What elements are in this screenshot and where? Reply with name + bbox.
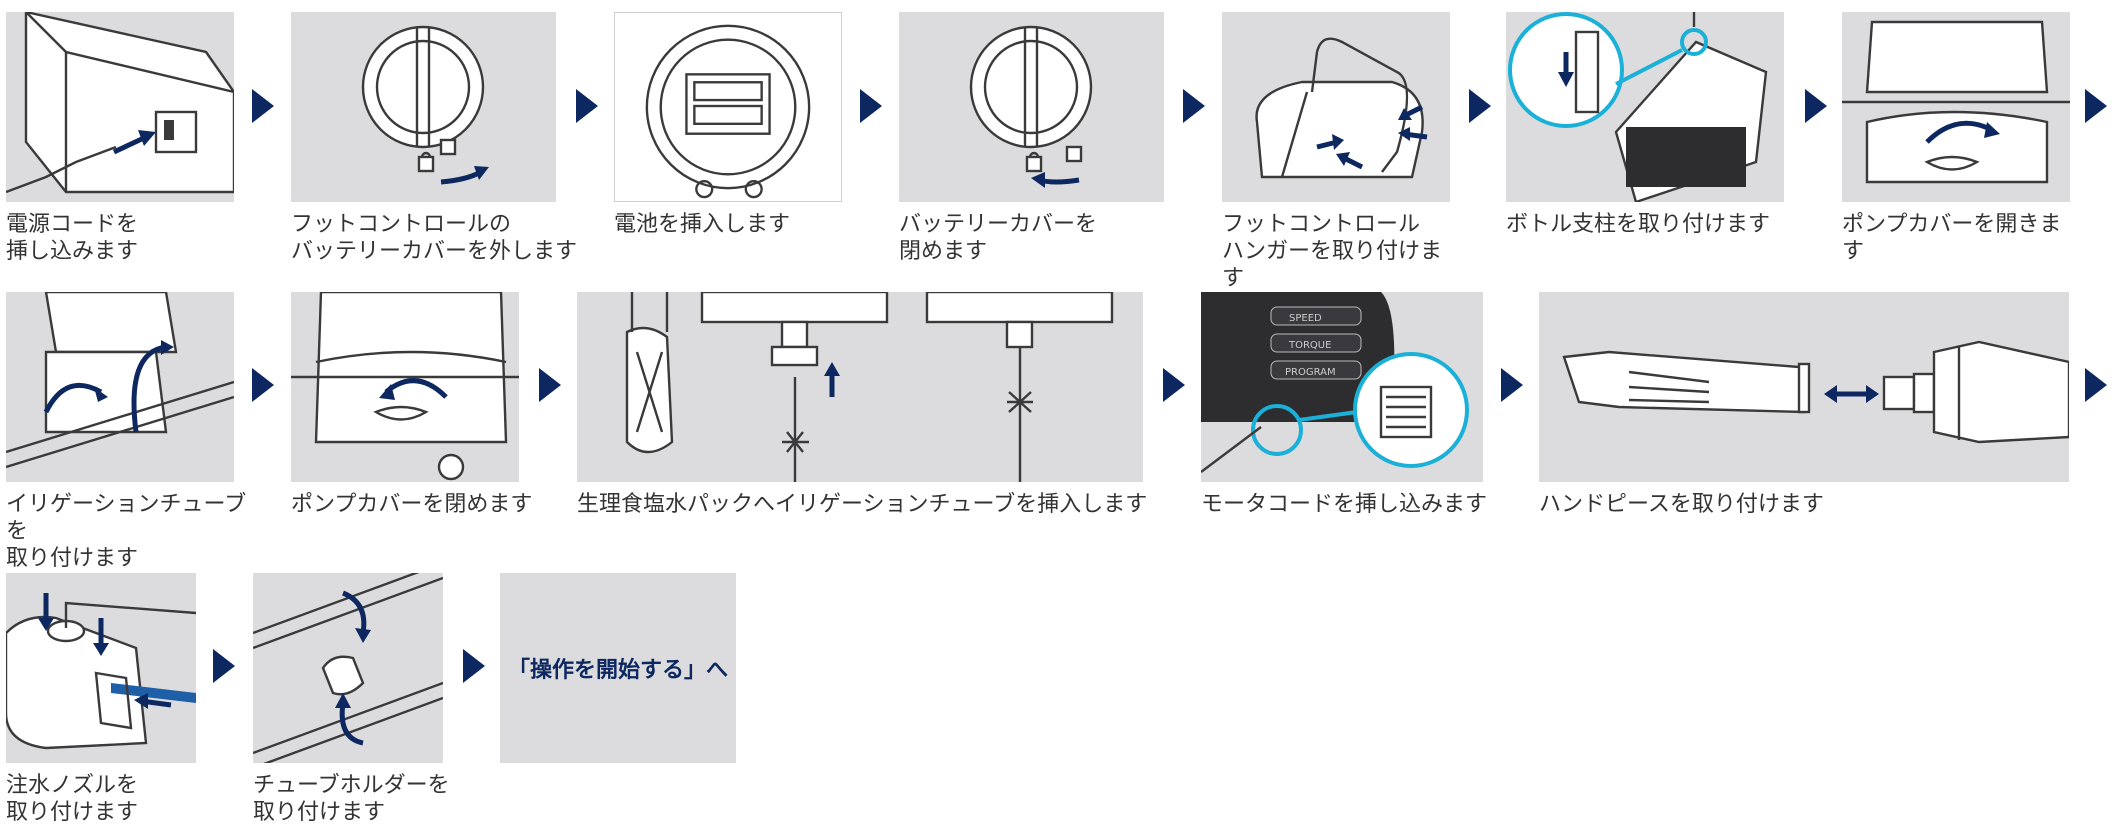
saline-pack-illustration — [577, 292, 1143, 482]
nozzle-illustration — [6, 573, 196, 763]
program-label: PROGRAM — [1285, 367, 1336, 378]
handpiece-illustration — [1539, 292, 2069, 482]
bottle-pole-icon — [1508, 12, 1768, 202]
tube-holder-icon — [253, 573, 443, 763]
step-caption: バッテリーカバーを 閉めます — [899, 212, 1098, 264]
step-caption: ハンドピースを取り付けます — [1539, 492, 1824, 517]
pump-cover-close-icon — [291, 292, 519, 481]
irrigation-tube-icon — [6, 292, 234, 469]
next-arrow-icon — [539, 368, 561, 402]
battery-insert-icon — [645, 24, 811, 199]
pump-cover-close-illustration — [291, 292, 519, 482]
power-cord-icon — [6, 12, 234, 194]
hanger-icon — [1255, 37, 1428, 179]
pump-cover-open-icon — [1842, 20, 2070, 184]
nozzle-icon — [6, 593, 196, 750]
battery-cover-open-icon — [361, 25, 489, 185]
power-cord-illustration — [6, 12, 234, 202]
next-arrow-icon — [2085, 89, 2107, 123]
next-arrow-icon — [252, 89, 274, 123]
step-caption: ポンプカバーを開きます — [1842, 212, 2062, 264]
battery-cover-close-icon — [969, 25, 1093, 188]
start-operation-link[interactable]: 「操作を開始する」へ — [500, 573, 736, 763]
step-caption: モータコードを挿し込みます — [1201, 492, 1488, 517]
next-arrow-icon — [860, 89, 882, 123]
irrigation-tube-illustration — [6, 292, 234, 482]
torque-label: TORQUE — [1288, 340, 1331, 351]
next-arrow-icon — [252, 368, 274, 402]
pump-cover-open-illustration — [1842, 12, 2070, 202]
step-caption: フットコントロール ハンガーを取り付けます — [1222, 212, 1443, 291]
step-caption: チューブホルダーを 取り付けます — [253, 773, 450, 825]
step-caption: 生理食塩水パックへイリゲーションチューブを挿入します — [577, 492, 1148, 517]
handpiece-icon — [1562, 340, 2069, 444]
next-arrow-icon — [1469, 89, 1491, 123]
step-caption: 電池を挿入します — [614, 212, 791, 237]
step-caption: 注水ノズルを 取り付けます — [6, 773, 139, 825]
start-operation-label[interactable]: 「操作を開始する」へ — [507, 658, 728, 683]
next-arrow-icon — [1501, 368, 1523, 402]
next-arrow-icon — [2085, 368, 2107, 402]
battery-cover-open-illustration — [291, 12, 556, 202]
battery-insert-illustration — [614, 12, 842, 202]
step-caption: ポンプカバーを閉めます — [291, 492, 533, 517]
step-caption: フットコントロールの バッテリーカバーを外します — [291, 212, 578, 264]
next-arrow-icon — [213, 649, 235, 683]
step-caption: イリゲーションチューブを 取り付けます — [6, 492, 247, 571]
step-caption: ボトル支柱を取り付けます — [1506, 212, 1771, 237]
hanger-illustration — [1222, 12, 1450, 202]
speed-label: SPEED — [1289, 313, 1322, 324]
next-arrow-icon — [1805, 89, 1827, 123]
saline-pack-icon — [625, 292, 1114, 482]
next-arrow-icon — [463, 649, 485, 683]
tube-holder-illustration — [253, 573, 443, 763]
motor-cord-icon: SPEED TORQUE PROGRAM — [1201, 292, 1469, 473]
next-arrow-icon — [576, 89, 598, 123]
next-arrow-icon — [1163, 368, 1185, 402]
motor-cord-illustration: SPEED TORQUE PROGRAM — [1201, 292, 1483, 482]
next-arrow-icon — [1183, 89, 1205, 123]
step-caption: 電源コードを 挿し込みます — [6, 212, 139, 264]
battery-cover-close-illustration — [899, 12, 1164, 202]
bottle-pole-illustration — [1506, 12, 1784, 202]
